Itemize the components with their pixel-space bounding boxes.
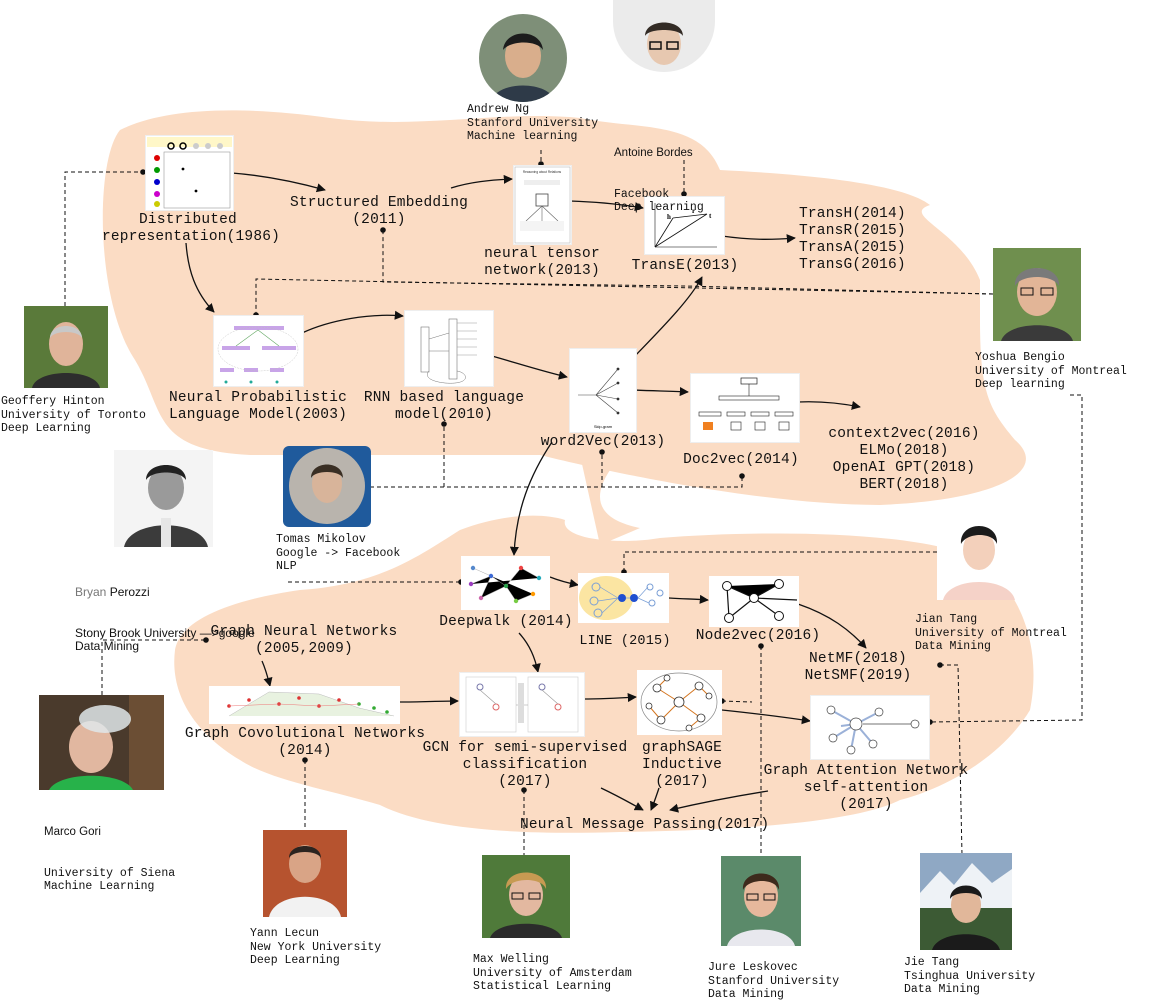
nplm-label: Neural Probabilistic Language Model(2003… bbox=[168, 390, 348, 423]
bryan-perozzi-affiliation: Stony Brook University —>google Data Min… bbox=[75, 625, 255, 653]
gcn-semi-label: GCN for semi-supervised classification (… bbox=[422, 740, 628, 790]
antoine-bordes-name: Antoine Bordes bbox=[614, 147, 693, 159]
tomas-mikolov-photo bbox=[283, 446, 371, 527]
marco-gori-name: Marco Gori bbox=[44, 826, 101, 838]
doc2vec-label: Doc2vec(2014) bbox=[683, 452, 799, 468]
transe-t-label: t bbox=[709, 212, 712, 220]
word2vec-label: word2Vec(2013) bbox=[540, 434, 666, 450]
skipgram-caption: Skip-gram bbox=[594, 424, 613, 429]
graphsage-figure bbox=[637, 670, 722, 735]
ntn-figure: Reasoning about Relations bbox=[513, 165, 572, 245]
rnnlm-figure bbox=[404, 310, 494, 387]
bryan-perozzi-first-name: Bryan bbox=[75, 585, 107, 599]
doc2vec-figure bbox=[690, 373, 800, 443]
deepwalk-figure bbox=[461, 556, 550, 610]
gat-label: Graph Attention Network self-attention (… bbox=[763, 763, 969, 813]
rnnlm-label: RNN based language model(2010) bbox=[363, 390, 525, 423]
graph-conv-networks-label: Graph Covolutional Networks (2014) bbox=[184, 726, 426, 759]
yann-lecun-caption: Yann Lecun New York University Deep Lear… bbox=[250, 927, 382, 967]
max-welling-caption: Max Welling University of Amsterdam Stat… bbox=[473, 953, 632, 993]
jian-tang-photo bbox=[937, 510, 1022, 600]
transe-r-label: r bbox=[692, 207, 695, 215]
gcn-layers-figure bbox=[209, 686, 400, 724]
antoine-bordes-caption: Antoine Bordes Facebook Deep learning bbox=[614, 120, 704, 242]
transe-h-label: h bbox=[667, 213, 671, 221]
line-figure bbox=[578, 573, 669, 623]
gat-figure bbox=[810, 695, 930, 760]
andrew-ng-photo bbox=[479, 14, 567, 102]
gcn-semi-figure bbox=[459, 672, 585, 737]
contextual-models-label: context2vec(2016) ELMo(2018) OpenAI GPT(… bbox=[828, 426, 980, 493]
bryan-perozzi-last-name: Perozzi bbox=[106, 585, 150, 599]
jian-tang-caption: Jian Tang University of Montreal Data Mi… bbox=[915, 613, 1067, 653]
andrew-ng-caption: Andrew Ng Stanford University Machine le… bbox=[467, 103, 599, 143]
transe-label: TransE(2013) bbox=[631, 258, 739, 274]
bryan-perozzi-photo bbox=[114, 450, 213, 547]
yann-lecun-photo bbox=[263, 830, 347, 917]
ntn-label: neural tensor network(2013) bbox=[484, 246, 600, 279]
jie-tang-photo bbox=[920, 853, 1012, 950]
node2vec-label: Node2vec(2016) bbox=[695, 628, 821, 644]
bryan-perozzi-caption: Bryan Perozzi Stony Brook University —>g… bbox=[75, 559, 255, 681]
deepwalk-label: Deepwalk (2014) bbox=[439, 614, 573, 630]
jure-leskovec-photo bbox=[721, 856, 801, 946]
yoshua-bengio-photo bbox=[993, 248, 1081, 341]
nplm-figure bbox=[213, 315, 304, 387]
distributed-representation-label: Distributed representation(1986) bbox=[102, 212, 281, 245]
jie-tang-caption: Jie Tang Tsinghua University Data Mining bbox=[904, 956, 1036, 996]
antoine-bordes-affiliation: Facebook Deep learning bbox=[614, 187, 704, 215]
trans-variants-label: TransH(2014) TransR(2015) TransA(2015) T… bbox=[799, 206, 906, 273]
geoffery-hinton-caption: Geoffery Hinton University of Toronto De… bbox=[1, 395, 146, 435]
ntn-figure-title: Reasoning about Relations bbox=[523, 170, 562, 174]
solid-edges bbox=[185, 172, 867, 813]
tomas-mikolov-caption: Tomas Mikolov Google -> Facebook NLP bbox=[276, 533, 401, 573]
marco-gori-caption: Marco Gori University of Siena Machine L… bbox=[44, 799, 175, 921]
distributed-representation-figure bbox=[145, 135, 234, 211]
graphsage-label: graphSAGE Inductive (2017) bbox=[641, 740, 723, 790]
transe-figure: h r t bbox=[644, 196, 725, 255]
marco-gori-affiliation: University of Siena Machine Learning bbox=[44, 866, 176, 894]
structured-embedding-label: Structured Embedding (2011) bbox=[289, 195, 469, 228]
geoffery-hinton-photo bbox=[24, 306, 108, 388]
connector-dots bbox=[140, 161, 943, 793]
netmf-label: NetMF(2018) NetSMF(2019) bbox=[804, 651, 912, 684]
mpnn-label: Neural Message Passing(2017) bbox=[520, 817, 770, 833]
yoshua-bengio-caption: Yoshua Bengio University of Montreal Dee… bbox=[975, 351, 1127, 391]
word2vec-figure: Skip-gram bbox=[569, 348, 637, 433]
region-bridge bbox=[580, 270, 730, 545]
max-welling-photo bbox=[482, 855, 570, 938]
gnn-label: Graph Neural Networks (2005,2009) bbox=[210, 624, 398, 657]
marco-gori-photo bbox=[39, 695, 164, 790]
dashed-edges bbox=[64, 150, 1083, 858]
line-label: LINE (2015) bbox=[579, 634, 671, 649]
node2vec-figure bbox=[709, 576, 799, 627]
jure-leskovec-caption: Jure Leskovec Stanford University Data M… bbox=[708, 961, 840, 1001]
